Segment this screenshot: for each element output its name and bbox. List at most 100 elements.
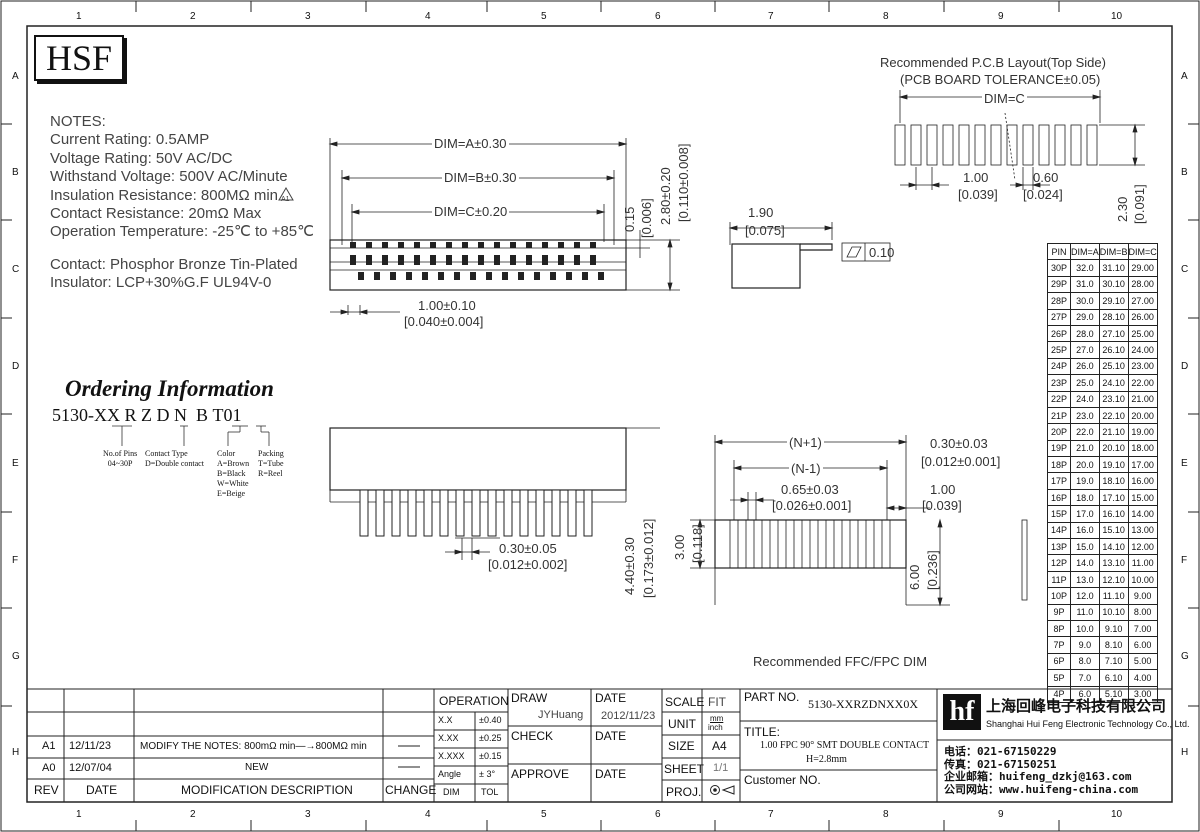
pitch-inch-label: [0.040±0.004] — [404, 314, 484, 329]
title-line-2: H=2.8mm — [806, 754, 847, 765]
size-label: SIZE — [668, 739, 695, 753]
front-view-drawing — [329, 427, 660, 560]
legend-text: Color — [217, 449, 236, 458]
col-label: 4 — [425, 809, 431, 820]
ffc-thickness-label: 0.30±0.03 — [930, 436, 988, 451]
notes-block: NOTES: Current Rating: 0.5AMP Voltage Ra… — [50, 113, 314, 293]
table-cell: 24P — [1047, 357, 1071, 376]
table-cell: 18P — [1047, 456, 1071, 474]
note-line: Voltage Rating: 50V AC/DC — [50, 149, 233, 167]
note-line: Current Rating: 0.5AMP — [50, 131, 210, 149]
row-label: F — [12, 555, 19, 566]
col-label: 4 — [425, 11, 431, 22]
hsf-logo: HSF — [34, 35, 124, 81]
material-line: Contact: Phosphor Bronze Tin-Plated — [50, 255, 298, 273]
table-cell: 15P — [1047, 505, 1071, 523]
note-line: Operation Temperature: -25℃ to +85℃ — [50, 223, 314, 241]
tol-value: ±0.15 — [479, 751, 502, 761]
revision-desc: MODIFY THE NOTES: 800mΩ min—→800MΩ min — [140, 741, 367, 752]
legend-text: No.of Pins — [103, 449, 138, 458]
legend-packing: Packing T=Tube R=Reel — [258, 449, 284, 479]
drawer-name: JYHuang — [538, 709, 584, 721]
legend-text: W=White — [217, 479, 249, 488]
company-contact: 电话：021-67150229 传真：021-67150251 企业邮箱：hui… — [944, 745, 1138, 796]
pcb-pitch-label: 1.00 — [963, 170, 989, 185]
contact-email: 企业邮箱：huifeng_dzkj@163.com — [944, 770, 1132, 783]
tol-value: ±0.40 — [479, 715, 502, 725]
table-cell: 29P — [1047, 275, 1071, 294]
lead-inch-label: [0.012±0.002] — [488, 557, 568, 572]
legend-pins: No.of Pins 04~30P — [103, 449, 137, 469]
ordering-title: Ordering Information — [65, 376, 274, 401]
side-width-inch-label: [0.075] — [745, 223, 785, 238]
ffc-pitch-label: 0.65±0.03 — [781, 482, 839, 497]
proj-label: PROJ. — [666, 785, 702, 799]
row-label: C — [12, 264, 20, 275]
table-cell: 3.00 — [1127, 685, 1158, 703]
operation-label: OPERATION — [439, 694, 509, 708]
company-name-cn: 上海回峰电子科技有限公司 — [986, 698, 1167, 715]
row-label: B — [12, 167, 19, 178]
note-line: Withstand Voltage: 500V AC/Minute — [50, 168, 288, 186]
draw-date: 2012/11/23 — [601, 710, 656, 722]
col-label: 1 — [76, 11, 82, 22]
col-label: 3 — [305, 809, 311, 820]
date-label: DATE — [595, 729, 627, 743]
sheet-value: 1/1 — [713, 762, 729, 774]
top-view-drawing — [328, 138, 680, 315]
col-label: 9 — [998, 809, 1004, 820]
dim-a-label: DIM=A±0.30 — [432, 136, 509, 151]
ffc-thickness-inch-label: [0.012±0.001] — [921, 454, 1001, 469]
company-logo-icon: hf — [943, 694, 981, 730]
legend-text: Packing — [258, 449, 284, 458]
row-label: G — [12, 651, 20, 662]
note-line: Contact Resistance: 20mΩ Max — [50, 205, 262, 223]
code-suffix: 01 — [223, 405, 242, 425]
tol-dim: X.XXX — [438, 751, 465, 761]
legend-color: Color A=Brown B=Black W=White E=Beige — [217, 449, 249, 499]
col-label: 1 — [76, 809, 82, 820]
side-width-label: 1.90 — [748, 205, 774, 220]
ordering-code: 5130-XX R Z D N B T01 — [52, 405, 242, 426]
dim-b-label: DIM=B±0.30 — [442, 170, 519, 185]
code-contact: D — [156, 405, 170, 425]
ffc-edge-inch-label: [0.039] — [922, 498, 962, 513]
legend-contact: Contact Type D=Double contact — [145, 449, 204, 469]
company-name-en: Shanghai Hui Feng Electronic Technology … — [986, 719, 1190, 729]
date-label: DATE — [595, 767, 627, 781]
table-cell: 27P — [1047, 308, 1071, 326]
title-label: TITLE: — [744, 725, 781, 739]
row-label: C — [1181, 264, 1189, 275]
code-color: B — [196, 405, 209, 425]
legend-text: B=Black — [217, 469, 246, 478]
legend-text: 04~30P — [107, 459, 133, 468]
contact-fax: 传真：021-67150251 — [944, 757, 1057, 771]
table-cell: 4P — [1047, 685, 1071, 703]
col-label: 8 — [883, 809, 889, 820]
row-label: B — [1181, 167, 1188, 178]
row-label: G — [1181, 651, 1189, 662]
table-cell: 28P — [1047, 292, 1071, 310]
approve-label: APPROVE — [511, 767, 570, 781]
col-label: 6 — [655, 11, 661, 22]
legend-text: D=Double contact — [145, 459, 204, 468]
ffc-n-plus-1-label: (N+1) — [787, 435, 824, 450]
projection-symbol-icon — [710, 785, 735, 795]
col-label: 3 — [305, 11, 311, 22]
part-no: 5130-XXRZDNXX0X — [808, 697, 918, 711]
unit-value-inch: inch — [708, 723, 723, 732]
code-packing: T — [212, 405, 224, 425]
revision-rev: A1 — [42, 740, 56, 752]
flatness-label: 0.10 — [869, 245, 895, 260]
table-cell: 23P — [1047, 374, 1071, 392]
